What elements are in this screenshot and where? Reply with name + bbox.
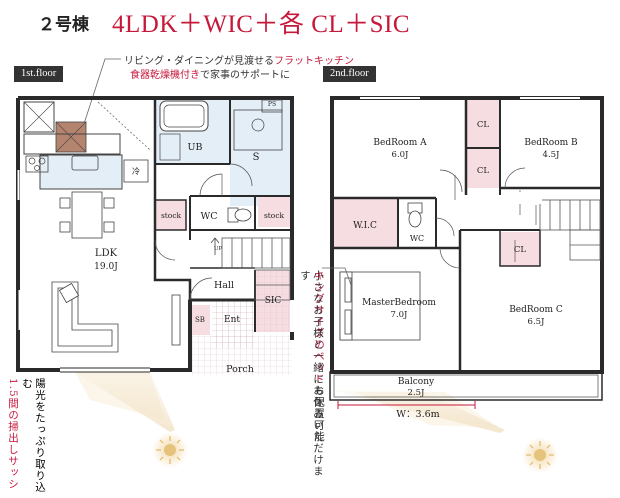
bedroom-c-label: BedRoom C xyxy=(509,305,563,315)
width-label: W：3.6m xyxy=(396,409,439,420)
wic-fill xyxy=(334,198,398,248)
storage-room-s-fill xyxy=(230,98,292,206)
doors-second xyxy=(435,167,537,269)
wc-first-label: WC xyxy=(200,211,217,222)
second-floor-plan xyxy=(322,96,604,409)
king-bed-note: キングサイズのベッドも配置可能 xyxy=(312,270,325,485)
building-number: ２号棟 xyxy=(38,15,89,35)
bedroom-c-size: 6.5J xyxy=(528,317,546,327)
cl-c-fill xyxy=(500,232,540,266)
stove-icon xyxy=(25,155,49,173)
sofa-icon xyxy=(51,281,119,353)
ldk-size: 19.0J xyxy=(94,262,118,272)
master-bedroom-label: MasterBedroom xyxy=(362,298,436,308)
cl-hall-fill xyxy=(466,148,500,188)
sun-icon xyxy=(152,432,188,468)
porch-floor xyxy=(192,335,292,375)
bedroom-a-size: 6.0J xyxy=(392,150,410,160)
ub-label: UB xyxy=(188,142,203,153)
king-bed-note-text: も配置可能 xyxy=(313,385,325,443)
bed-icon xyxy=(339,271,421,341)
tv-board-icon xyxy=(171,294,181,346)
light-beam-left xyxy=(75,372,175,432)
ps-label: PS xyxy=(268,101,276,108)
sb-label: SB xyxy=(195,316,205,324)
stock-left-fill xyxy=(156,200,186,230)
stock-left-label: stock xyxy=(161,211,182,220)
s-room-label: S xyxy=(253,152,260,163)
hall-label: Hall xyxy=(214,280,234,291)
balcony-outline xyxy=(329,371,603,401)
sash-note-highlight: 掃出しサッシ xyxy=(7,420,19,490)
ldk-label: LDK xyxy=(95,248,118,259)
porch-label: Porch xyxy=(226,364,254,375)
bedroom-a-label: BedRoom A xyxy=(373,138,427,148)
stock-right-label: stock xyxy=(264,211,285,220)
king-bed-note-2: 小さなお子様と一緒にお休みいただけます xyxy=(298,270,324,485)
wic-label: W.I.C xyxy=(353,221,377,231)
kitchen-note-text: リビング・ダイニングが見渡せる xyxy=(124,56,274,67)
cl-b-fill xyxy=(466,98,500,148)
doors-first xyxy=(154,163,253,301)
plan-title: 4LDK＋WIC＋各 CL＋SIC xyxy=(112,11,411,38)
balcony-label: Balcony xyxy=(398,377,435,387)
second-floor-label: 2nd.floor xyxy=(323,66,376,82)
first-floor-plan xyxy=(16,96,294,375)
cl-c-label: CL xyxy=(514,245,527,255)
toilet-first-icon xyxy=(227,207,252,223)
dryer-note-highlight: 食器乾燥機付き xyxy=(130,70,200,81)
sink-icon xyxy=(71,155,99,171)
ent-label: Ent xyxy=(224,315,240,325)
sash-note-size: 1.5間の xyxy=(7,378,19,421)
cl-b-label: CL xyxy=(477,120,490,130)
kitchen xyxy=(23,101,151,190)
bedroom-b-size: 4.5J xyxy=(543,150,561,160)
first-floor-label: 1st.floor xyxy=(14,66,64,82)
staircase-first xyxy=(221,237,291,301)
sash-window-note: 陽光をたっぷり取り込む xyxy=(20,378,46,493)
master-bedroom-size: 7.0J xyxy=(391,310,409,320)
washbasin-icon xyxy=(233,109,283,151)
bedroom-b-label: BedRoom B xyxy=(524,138,578,148)
child-note-text: 小さなお子様と一緒にお休みいただけます xyxy=(299,270,324,477)
sun-icon xyxy=(522,437,558,473)
toilet-second-icon xyxy=(407,202,423,228)
sash-window-note-2: 1.5間の掃出しサッシ xyxy=(6,378,19,493)
wc-second-label: WC xyxy=(410,234,424,243)
kitchen-note-line1: リビング・ダイニングが見渡せるフラットキッチン xyxy=(124,52,354,67)
sic-label: SIC xyxy=(265,296,282,306)
balcony-size: 2.5J xyxy=(408,388,426,398)
staircase-second xyxy=(539,199,601,261)
dryer-note-text: で家事のサポートに xyxy=(200,70,290,81)
dining-table-icon xyxy=(59,191,115,239)
sash-note-line1: 陽光をたっぷり取り込む xyxy=(21,378,46,493)
king-bed-note-highlight: キングサイズのベッド xyxy=(313,270,325,385)
cl-hall-label: CL xyxy=(477,166,490,176)
kitchen-note-highlight: フラットキッチン xyxy=(274,56,354,67)
fridge-icon xyxy=(123,159,149,183)
kitchen-note-line2: 食器乾燥機付きで家事のサポートに xyxy=(130,66,290,81)
bathtub-icon xyxy=(159,100,209,161)
up-label: UP xyxy=(214,246,223,252)
ps-box xyxy=(261,99,283,113)
fridge-label: 冷 xyxy=(132,166,140,176)
sb-fill xyxy=(192,305,210,335)
stock-right-fill xyxy=(258,197,292,227)
